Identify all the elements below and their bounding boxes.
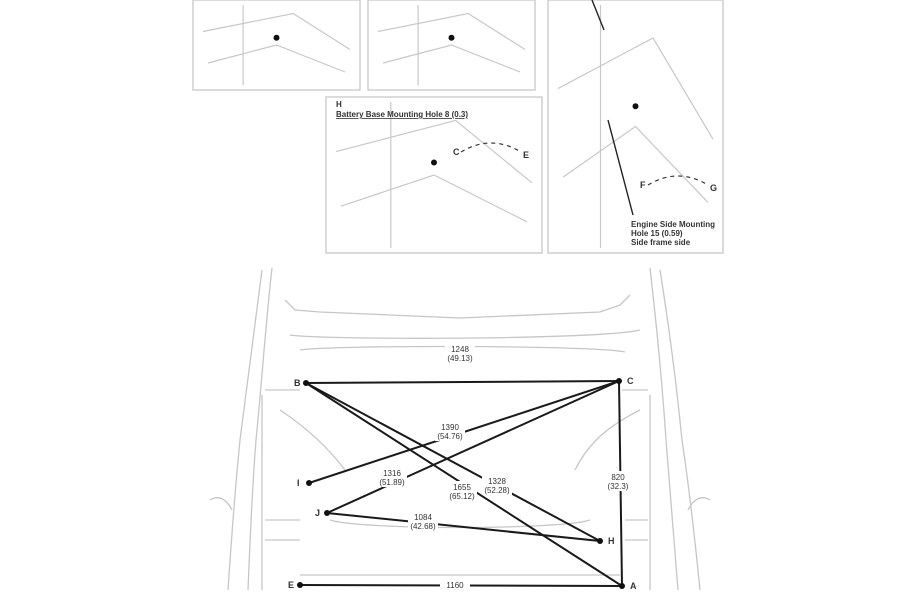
mounting-hole-dot [448,34,455,41]
point-label: H [608,536,615,546]
measurement-points: B C I J H A E [288,376,637,591]
svg-text:1655: 1655 [453,483,471,492]
svg-text:1248: 1248 [451,345,469,354]
svg-text:(54.76): (54.76) [437,432,463,441]
leader-line [591,0,605,31]
panel-caption-line: Engine Side Mounting [631,220,715,229]
point-h [597,538,603,544]
point-i [306,480,312,486]
point-b [303,380,309,386]
point-label: A [630,581,637,590]
leader-line [607,119,634,216]
svg-text:E: E [523,150,529,160]
vehicle-body-outline [209,267,711,591]
panel-caption-line: Hole 15 (0.59) [631,229,683,238]
panel-caption-line: Side frame side [631,238,691,247]
panel-sketch [335,102,533,248]
dim-b-h [305,382,601,542]
svg-text:F: F [640,180,646,190]
svg-text:(51.89): (51.89) [379,478,405,487]
point-label: C [627,376,634,386]
mounting-hole-dot [273,34,280,41]
svg-text:(49.13): (49.13) [447,354,473,363]
svg-text:C: C [453,147,460,157]
svg-text:G: G [710,183,717,193]
svg-text:(52.28): (52.28) [484,486,510,495]
dim-c-a-label: 820(32.3) [603,471,633,491]
point-label: I [297,478,300,488]
svg-text:1084: 1084 [414,513,432,522]
dim-e-a-label: 1160 [440,579,470,590]
point-label: J [315,508,320,518]
point-e [297,582,303,588]
dim-b-a-label: 1655(65.12) [447,481,477,501]
dim-b-c-label: 1248(49.13) [445,343,475,363]
panel-top-left [192,0,361,91]
dim-j-c [326,380,620,514]
svg-text:(42.68): (42.68) [410,522,436,531]
point-j [324,510,330,516]
panel-sketch [557,5,714,248]
dim-j-h-label: 1084(42.68) [408,511,438,531]
svg-text:1328: 1328 [488,477,506,486]
arc-arrow [647,175,709,186]
dimension-labels: 1248(49.13) 1390(54.76) 1316(51.89) 1655(65… [377,343,633,590]
mounting-hole-dot [632,103,639,110]
dim-j-h [326,512,601,542]
panel-caption: Battery Base Mounting Hole 8 (0.3) [336,110,468,119]
svg-text:(32.3): (32.3) [608,482,629,491]
panel-sketch [202,5,351,85]
svg-text:1390: 1390 [441,423,459,432]
dim-i-c-label: 1390(54.76) [435,421,465,441]
mounting-hole-dot [431,159,437,166]
svg-text:1316: 1316 [383,469,401,478]
dim-b-h-label: 1328(52.28) [482,475,512,495]
panel-top-middle [367,0,536,91]
point-label: E [288,580,294,590]
panel-sketch [377,5,526,85]
point-c [616,378,622,384]
dim-b-c [305,380,620,384]
svg-text:1160: 1160 [446,581,464,590]
dim-j-c-label: 1316(51.89) [377,467,407,487]
svg-text:820: 820 [611,473,625,482]
arc-arrow [460,142,522,153]
point-a [619,583,625,589]
panel-letter: H [336,100,342,109]
svg-text:(65.12): (65.12) [449,492,475,501]
point-label: B [294,378,301,388]
